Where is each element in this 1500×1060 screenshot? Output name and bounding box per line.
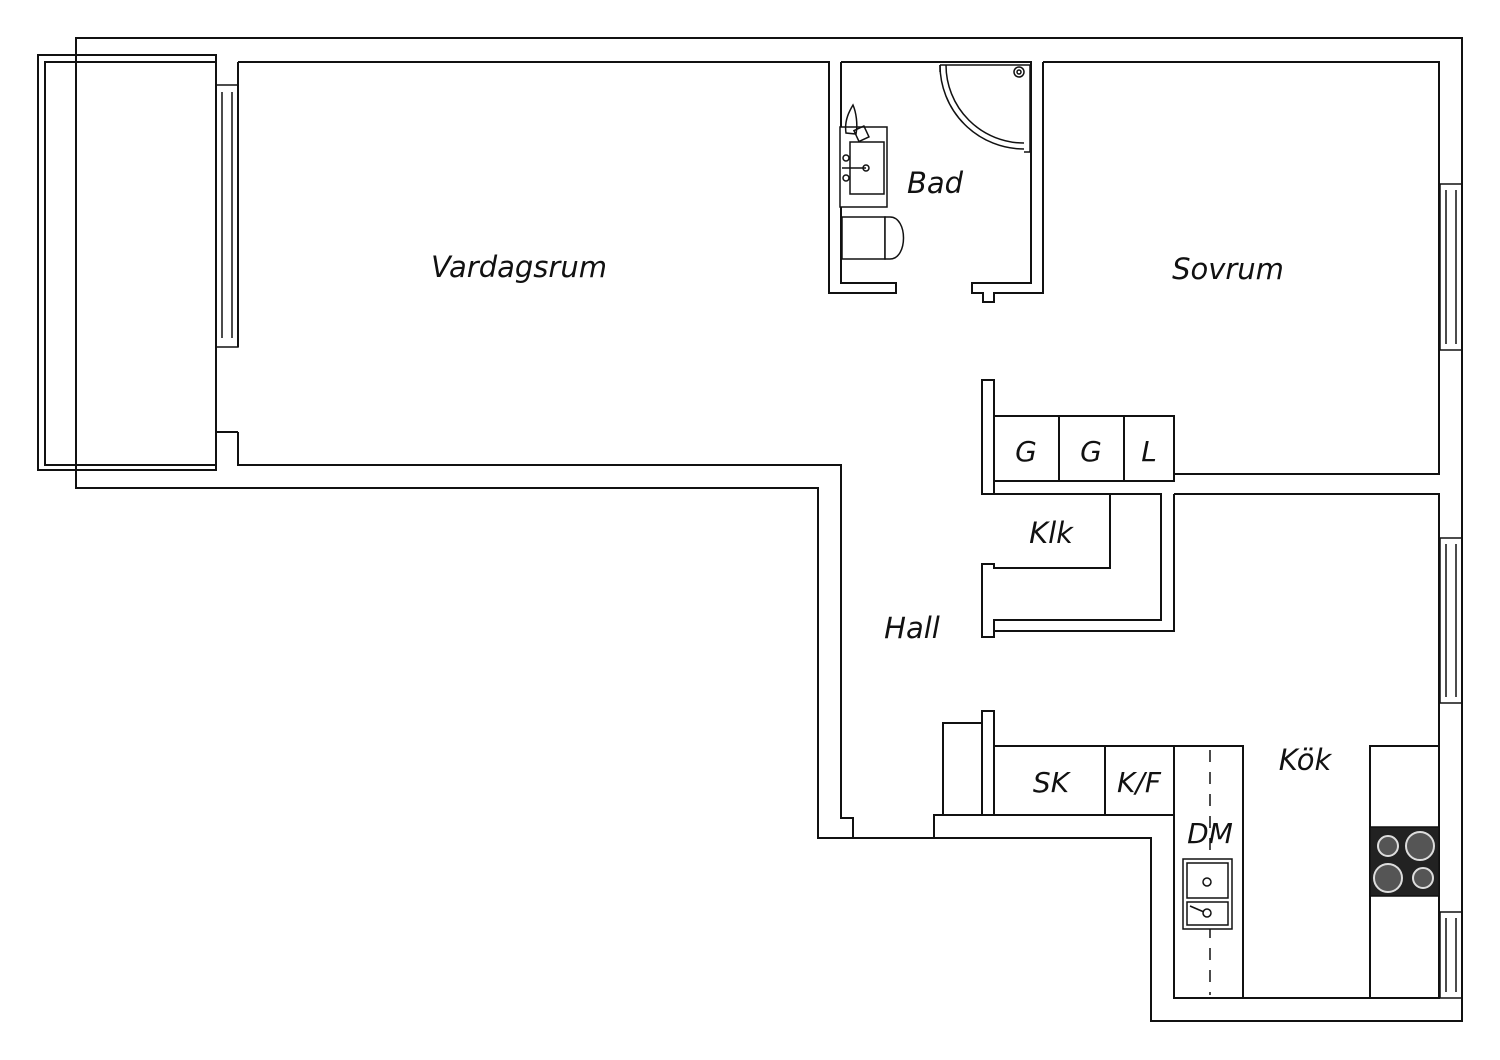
room-label-bad: Bad [907,166,964,200]
sovrum-wall [1043,61,1440,475]
wardrobes [981,379,1175,495]
room-label-kok: Kök [1279,743,1333,777]
bad-wall [841,61,1044,303]
kok-window-upper [1439,537,1463,704]
exterior-wall-outer [75,37,1463,1022]
hob [1369,826,1440,897]
klk-closet [981,493,1175,638]
bathroom-sink [839,103,888,208]
room-label-vardagsrum: Vardagsrum [431,250,607,284]
shower [939,64,1031,153]
balcony [37,54,217,471]
room-label-klk: Klk [1029,516,1074,550]
kitchen-label-kf: K/F [1117,766,1162,799]
kitchen-label-sk: SK [1033,766,1072,799]
kitchen-label-dm: DM [1187,817,1233,850]
room-label-sovrum: Sovrum [1172,252,1284,286]
kok-window-lower [1439,911,1463,999]
kitchen-sink [1182,858,1233,930]
storage-label-l: L [1141,435,1157,468]
storage-label-g2: G [1080,435,1102,468]
vardagsrum-wall [237,62,854,838]
sovrum-window [1439,183,1463,351]
hall-kitchen-stub [942,710,995,816]
storage-label-g1: G [1015,435,1037,468]
balcony-window [215,84,239,348]
vardagsrum-wall-top [238,61,897,294]
toilet [841,216,905,260]
room-label-hall: Hall [884,611,940,645]
